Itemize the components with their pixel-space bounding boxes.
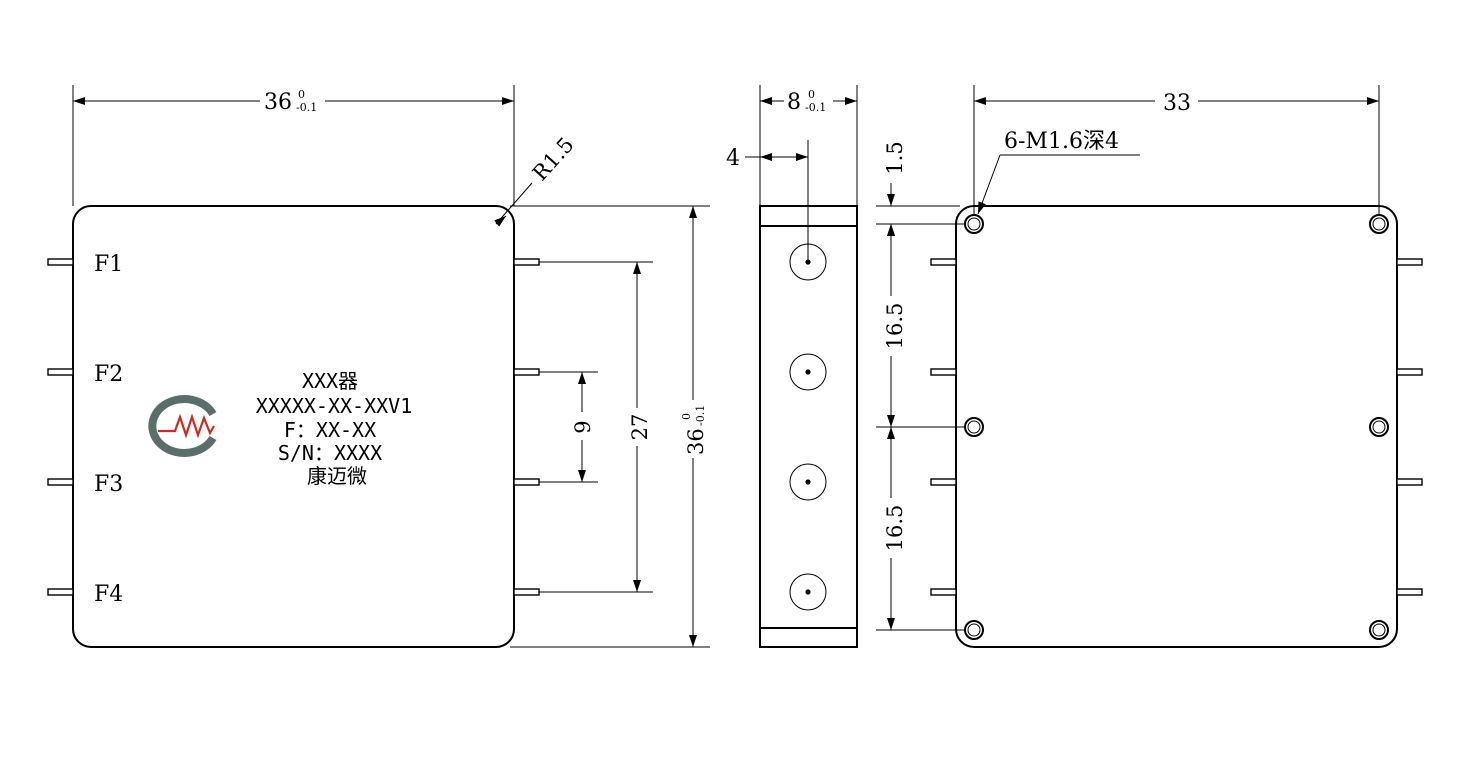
- svg-text:36: 36: [684, 428, 708, 455]
- side-view: 8 0 -0.1 4: [726, 85, 858, 648]
- rear-pin-right-2: [1396, 368, 1423, 376]
- svg-text:33: 33: [1163, 91, 1191, 116]
- svg-text:0: 0: [298, 88, 305, 101]
- sma-connector-4: [789, 573, 827, 611]
- svg-text:16.5: 16.5: [883, 303, 907, 350]
- dim-hole-pitch-upper: 16.5: [876, 224, 966, 428]
- front-body-outline: [72, 205, 515, 648]
- logo-icon: [148, 395, 217, 457]
- front-view: F1 F2 F3 F4 XXX器 XXXXX-XX-XXV1 F：XX-XX S…: [47, 85, 710, 648]
- mounting-hole-bottom-right: [1369, 620, 1389, 640]
- svg-text:6-M1.6深4: 6-M1.6深4: [1004, 129, 1119, 154]
- svg-text:0: 0: [808, 88, 815, 101]
- pin-left-4: [47, 588, 74, 596]
- svg-text:9: 9: [571, 420, 595, 433]
- marking-serial: S/N：XXXX: [278, 441, 382, 465]
- pin-right-3: [513, 478, 540, 486]
- rear-pin-left-3: [930, 478, 957, 486]
- svg-text:8: 8: [787, 90, 801, 115]
- marking-freq: F：XX-XX: [284, 418, 376, 442]
- mounting-hole-mid-left: [964, 417, 984, 437]
- dim-hole-span: 33: [973, 85, 1380, 215]
- dim-hole-edge: 1.5: [876, 141, 966, 248]
- svg-text:27: 27: [628, 414, 652, 441]
- rear-pin-left-2: [930, 368, 957, 376]
- pin-label-f3: F3: [94, 472, 123, 497]
- mounting-hole-mid-right: [1369, 417, 1389, 437]
- svg-text:-0.1: -0.1: [296, 101, 317, 114]
- svg-text:-0.1: -0.1: [694, 405, 707, 426]
- pin-right-2: [513, 368, 540, 376]
- rear-pin-right-1: [1396, 258, 1423, 266]
- mounting-hole-top-right: [1369, 214, 1389, 234]
- marking-maker: 康迈微: [307, 464, 367, 488]
- rear-pin-left-1: [930, 258, 957, 266]
- mounting-hole-bottom-left: [964, 620, 984, 640]
- dim-hole-pitch-lower: 16.5: [876, 427, 966, 631]
- svg-text:1.5: 1.5: [883, 141, 907, 174]
- svg-text:R1.5: R1.5: [528, 133, 579, 186]
- sma-connector-2: [789, 353, 827, 391]
- side-body-outline: [759, 205, 858, 648]
- svg-text:0: 0: [680, 413, 693, 420]
- pin-left-1: [47, 258, 74, 266]
- svg-text:16.5: 16.5: [883, 505, 907, 552]
- pin-label-f4: F4: [94, 582, 123, 607]
- pin-right-4: [513, 588, 540, 596]
- mounting-hole-top-left: [964, 214, 984, 234]
- callout-thread-holes: 6-M1.6深4: [977, 129, 1140, 215]
- rear-view: 33 6-M1.6深4 1.5 16.5 16.5: [876, 85, 1423, 648]
- dim-pin-span: 27: [539, 261, 653, 593]
- marking-name: XXX器: [302, 369, 358, 393]
- marking-model: XXXXX-XX-XXV1: [256, 394, 413, 418]
- rear-pin-right-3: [1396, 478, 1423, 486]
- pin-left-2: [47, 368, 74, 376]
- rear-body-outline: [955, 205, 1398, 648]
- dim-corner-radius: R1.5: [494, 133, 579, 227]
- pin-label-f1: F1: [94, 252, 123, 277]
- pin-left-3: [47, 478, 74, 486]
- sma-connector-3: [789, 463, 827, 501]
- svg-text:36: 36: [264, 90, 292, 115]
- svg-text:4: 4: [726, 146, 740, 171]
- dim-pin-pitch: 9: [539, 371, 598, 483]
- dim-front-height: 36 0 -0.1: [510, 205, 710, 648]
- dim-connector-offset: 4: [726, 140, 809, 262]
- dim-front-width: 36 0 -0.1: [72, 85, 515, 206]
- pin-right-1: [513, 258, 540, 266]
- svg-text:-0.1: -0.1: [805, 101, 826, 114]
- pin-label-f2: F2: [94, 362, 123, 387]
- dim-side-thickness: 8 0 -0.1: [759, 85, 858, 206]
- rear-pin-right-4: [1396, 588, 1423, 596]
- rear-pin-left-4: [930, 588, 957, 596]
